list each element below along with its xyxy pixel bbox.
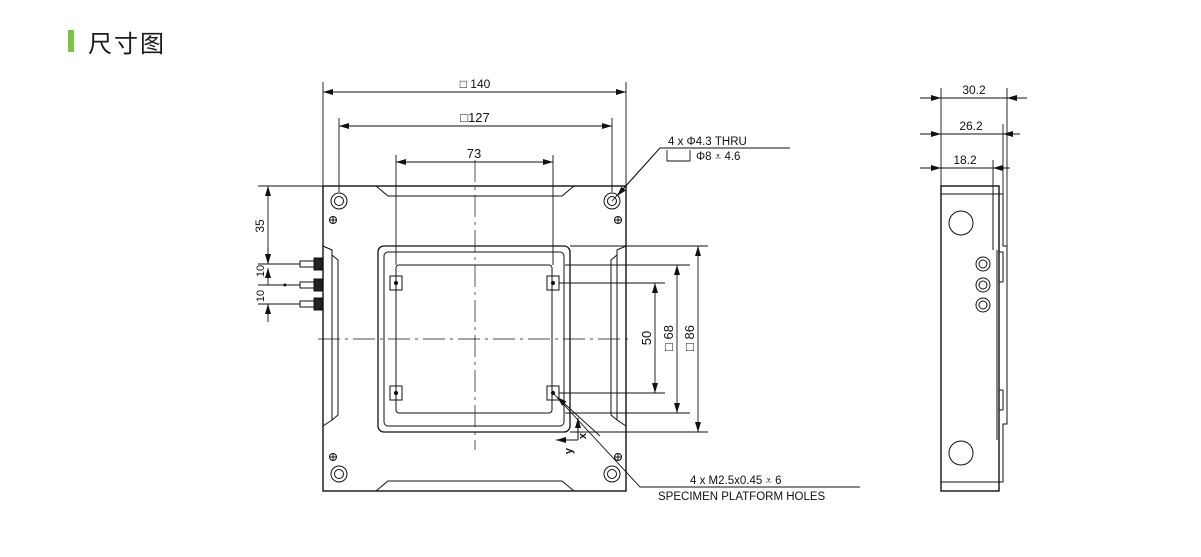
label-dim-30-2: 30.2 [962, 83, 986, 97]
label-dim-35: 35 [253, 219, 267, 233]
label-axis-y: y [563, 447, 575, 454]
label-dim-140: □ 140 [460, 77, 491, 91]
label-platform-holes-2: SPECIMEN PLATFORM HOLES [658, 491, 826, 503]
side-body [940, 185, 1000, 492]
screw-bl [329, 453, 337, 461]
section-header: 尺寸图 [68, 26, 166, 58]
mount-hole-bl [330, 465, 348, 483]
stage-outline [322, 185, 627, 492]
connector-3 [292, 297, 323, 311]
front-labels: □ 140 □127 73 35 10 10 50 □ 68 □ 86 4 x … [253, 77, 826, 503]
side-labels: 30.2 26.2 18.2 [953, 83, 986, 167]
axis-indicator [556, 418, 581, 443]
platform-hole-bl [389, 385, 403, 401]
label-dim-10-b: 10 [255, 290, 267, 302]
side-connector-1 [975, 256, 991, 272]
screw-br [614, 453, 622, 461]
label-axis-x: x [577, 432, 589, 439]
section-title: 尺寸图 [88, 29, 166, 58]
screw-tl [329, 216, 337, 224]
connector-1 [292, 257, 323, 271]
label-dim-127: □127 [460, 110, 490, 125]
label-mount-holes-1: 4 x Φ4.3 THRU [668, 136, 747, 148]
label-dim-26-2: 26.2 [959, 119, 983, 133]
mount-hole-br [603, 465, 621, 483]
connector-2 [292, 278, 323, 292]
left-rail [322, 245, 333, 427]
front-dimensions [258, 82, 860, 488]
side-hole-bottom [948, 440, 974, 466]
label-dim-86: □ 86 [682, 325, 697, 351]
side-view [940, 185, 1008, 492]
side-profile [999, 193, 1008, 483]
label-dim-73: 73 [467, 146, 481, 161]
label-platform-holes-1: 4 x M2.5x0.45 ⩡ 6 [690, 475, 782, 487]
side-connector-3 [975, 297, 991, 313]
screw-tr [614, 216, 622, 224]
front-view [292, 160, 630, 492]
leader-platform-holes [552, 392, 860, 488]
platform-hole-tl [389, 275, 403, 291]
side-dimensions [920, 88, 1027, 246]
accent-bar [68, 30, 74, 52]
mount-hole-tl [330, 192, 348, 210]
label-dim-50: 50 [639, 331, 654, 345]
mount-hole-tr [603, 192, 621, 210]
label-mount-holes-2: Φ8 ⩡ 4.6 [696, 151, 740, 163]
bottom-notch [375, 480, 575, 492]
label-dim-18-2: 18.2 [953, 153, 977, 167]
label-dim-10-a: 10 [255, 265, 267, 277]
side-connector-2 [975, 277, 991, 293]
right-rail [616, 245, 627, 427]
side-hole-top [948, 210, 974, 236]
label-dim-68: □ 68 [661, 325, 676, 351]
